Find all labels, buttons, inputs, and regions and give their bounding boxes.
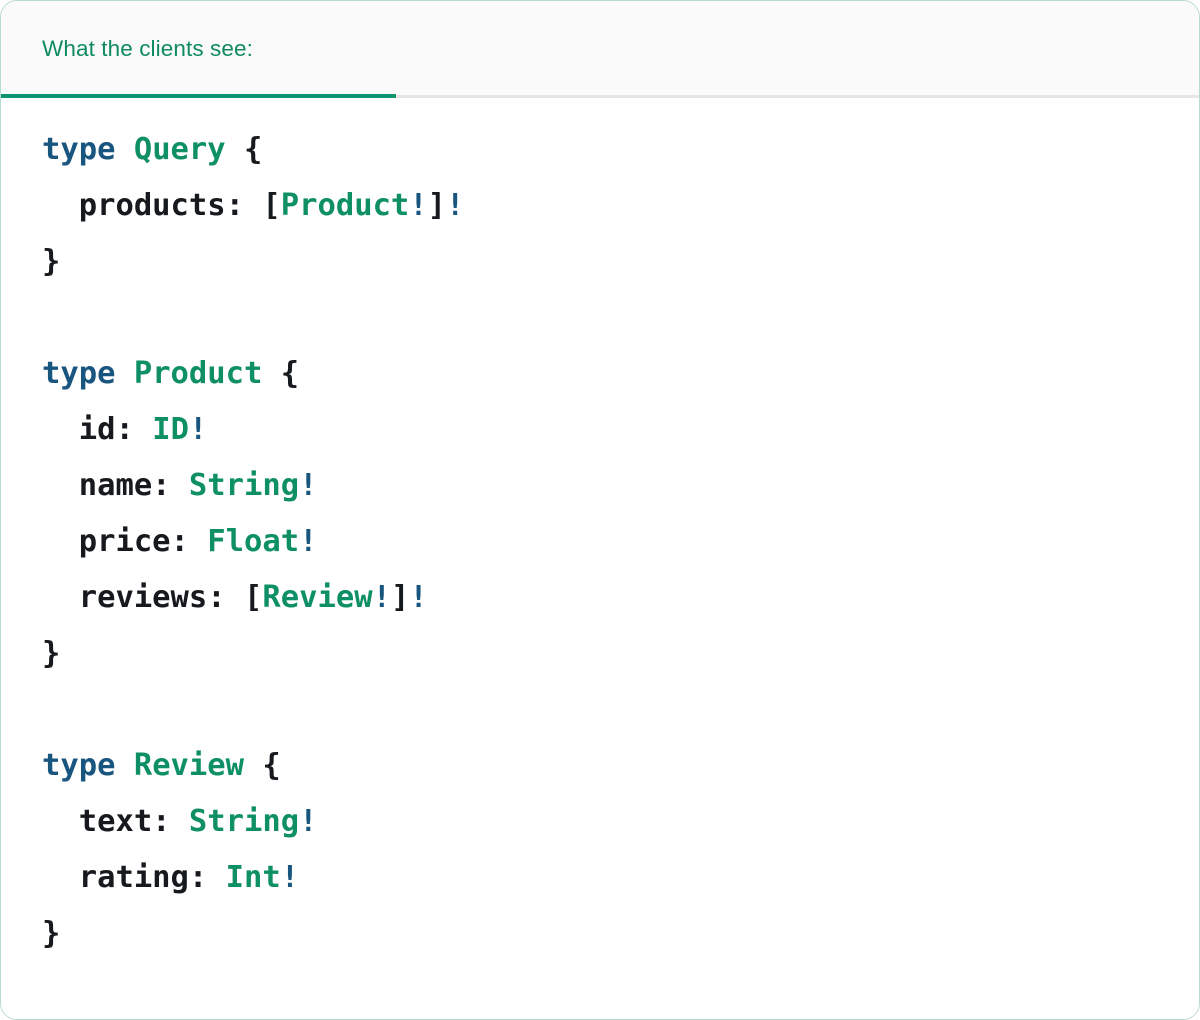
code-token-plain — [171, 804, 189, 839]
code-line: reviews: [Review!]! — [42, 570, 1199, 626]
code-token-bang: ! — [299, 804, 318, 839]
code-token-plain — [226, 580, 244, 615]
code-token-type: Query — [133, 132, 226, 167]
tab-bar: What the clients see: — [1, 1, 1199, 98]
code-token-type: ID — [152, 412, 189, 447]
code-token-bang: ! — [188, 412, 208, 447]
code-token-type: Review — [133, 748, 245, 783]
code-line: id: ID! — [42, 402, 1199, 458]
code-token-plain — [207, 860, 225, 895]
code-token-type: Product — [133, 356, 263, 391]
code-line: type Review { — [42, 738, 1199, 794]
code-token-bang: ! — [280, 860, 300, 895]
code-token-kw: type — [42, 748, 116, 783]
code-token-bang: ! — [372, 580, 391, 615]
code-line: text: String! — [42, 794, 1199, 850]
code-token-type: Review — [262, 580, 373, 615]
tab-what-the-clients-see[interactable]: What the clients see: — [1, 1, 396, 98]
code-token-punct: ] — [390, 580, 410, 615]
code-token-bang: ! — [299, 524, 318, 559]
graphql-schema-code: type Query { products: [Product!]!} type… — [42, 122, 1199, 962]
tab-label: What the clients see: — [42, 36, 253, 62]
code-token-punct: [ — [262, 188, 281, 223]
code-token-bang: ! — [409, 580, 428, 615]
code-line: products: [Product!]! — [42, 178, 1199, 234]
code-token-punct: } — [42, 916, 61, 951]
code-token-kw: type — [42, 356, 116, 391]
code-token-kw: type — [42, 132, 116, 167]
code-token-punct: { — [262, 748, 281, 783]
code-line: } — [42, 234, 1199, 290]
code-viewer[interactable]: type Query { products: [Product!]!} type… — [1, 98, 1199, 1019]
code-token-field: name: — [42, 468, 171, 503]
code-token-punct: [ — [244, 580, 263, 615]
code-token-punct: } — [42, 244, 61, 279]
code-line: } — [42, 906, 1199, 962]
code-token-plain — [134, 412, 152, 447]
code-token-plain — [171, 468, 189, 503]
code-root: type Query { products: [Product!]!} type… — [42, 122, 1199, 962]
code-token-plain — [115, 356, 133, 391]
code-token-plain — [189, 524, 207, 559]
code-token-punct: { — [244, 132, 263, 167]
code-token-field: rating: — [42, 860, 208, 895]
code-token-bang: ! — [299, 468, 318, 503]
code-token-field: price: — [42, 524, 189, 559]
code-token-field: products: — [42, 188, 244, 223]
code-line: price: Float! — [42, 514, 1199, 570]
code-token-type: String — [188, 804, 300, 839]
code-line: rating: Int! — [42, 850, 1199, 906]
code-token-field: id: — [42, 412, 134, 447]
code-token-plain — [115, 132, 133, 167]
code-token-type: Int — [225, 860, 281, 895]
code-token-bang: ! — [409, 188, 428, 223]
code-token-plain — [115, 748, 133, 783]
code-token-plain — [244, 188, 262, 223]
code-token-punct: { — [280, 356, 300, 391]
code-token-field: text: — [42, 804, 171, 839]
code-token-plain — [226, 132, 244, 167]
code-token-type: Product — [280, 188, 410, 223]
code-token-bang: ! — [446, 188, 465, 223]
code-token-type: Float — [207, 524, 300, 559]
code-line: type Product { — [42, 346, 1199, 402]
code-line: name: String! — [42, 458, 1199, 514]
code-line — [42, 682, 1199, 738]
code-token-punct: } — [42, 636, 61, 671]
code-line — [42, 290, 1199, 346]
code-token-plain — [244, 748, 262, 783]
code-token-punct: ] — [427, 188, 447, 223]
code-token-field: reviews: — [42, 580, 226, 615]
code-line: } — [42, 626, 1199, 682]
code-token-type: String — [188, 468, 300, 503]
code-line: type Query { — [42, 122, 1199, 178]
code-token-plain — [262, 356, 280, 391]
